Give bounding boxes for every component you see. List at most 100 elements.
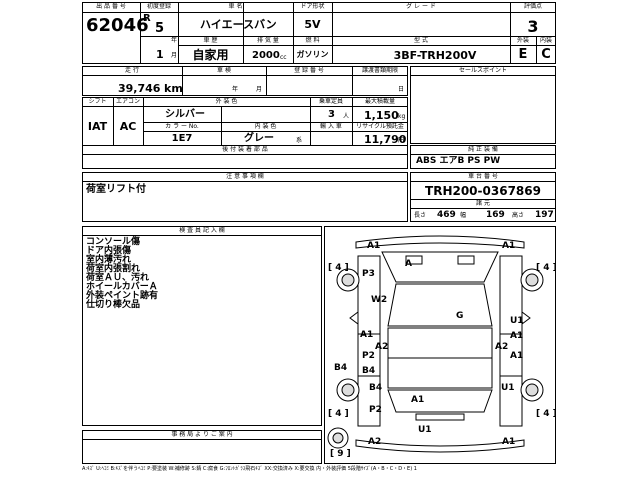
- list-item: ドア内張傷: [86, 246, 132, 256]
- inspection-month-unit: 月: [256, 86, 263, 93]
- mark-a1-tr: A1: [502, 241, 516, 251]
- model-name: ハイエースバン: [200, 18, 277, 31]
- model-name-label: 車 名: [228, 3, 243, 10]
- model-code: 3BF-TRH200V: [393, 49, 477, 62]
- specs-block: [82, 97, 408, 169]
- height: 197: [535, 210, 554, 220]
- lot-number: 62046: [86, 15, 149, 36]
- windshield-outline: [387, 283, 493, 327]
- length-label: 長さ: [414, 212, 427, 219]
- recycle-label: リサイクル預託金: [356, 123, 404, 130]
- factory-label: 純 正 装 備: [468, 146, 498, 153]
- mark-a2-r: A2: [495, 342, 509, 352]
- mark-b4-lm2: B4: [369, 383, 383, 393]
- interior-color: グレー: [244, 133, 274, 144]
- vehicle-diagram-svg: [327, 235, 544, 453]
- inspection-label: 車 検: [217, 67, 231, 74]
- mark-u1-b: U1: [418, 425, 432, 435]
- mark-u1-r: U1: [510, 316, 524, 326]
- length: 469: [437, 210, 456, 220]
- recycle-fee: 11,790: [364, 133, 407, 146]
- factory-equipment-box: [410, 145, 556, 169]
- mileage-label: 走 行: [125, 67, 139, 74]
- fuel: ガソリン: [296, 50, 329, 59]
- door-label: ドア形状: [300, 3, 325, 10]
- transfer-day-unit: 日: [398, 86, 405, 93]
- mark-p2: P2: [362, 351, 375, 361]
- mark-g: G: [456, 311, 464, 321]
- notes-block: [82, 172, 408, 222]
- capacity-label: 乗車定員: [318, 98, 343, 105]
- office-block: [82, 430, 322, 464]
- displacement: 2000: [252, 50, 280, 61]
- exterior-label: 外装: [516, 37, 529, 44]
- inspector-list: コンソール傷 ドア内張傷 室内薄汚れ 荷室内張割れ 荷室ＡＵ、汚れ ホイールカバ…: [86, 238, 158, 310]
- mileage-row: [82, 66, 408, 96]
- era-letter: R: [143, 13, 151, 24]
- mark-tyre-fl: [ 4 ]: [328, 263, 349, 273]
- trim-label: 内 装 色: [254, 123, 277, 130]
- mark-a1-b: A1: [411, 395, 425, 405]
- shift-label: シフト: [88, 98, 107, 105]
- chassis-label: 車 台 番 号: [468, 173, 498, 180]
- factory-equipment: ABS エアB PS PW: [416, 156, 501, 166]
- mark-p2-b: P2: [369, 405, 382, 415]
- mark-a1-r2: A1: [510, 331, 524, 341]
- sales-point-box: [410, 66, 556, 144]
- month-unit: 月: [171, 52, 178, 59]
- office-title: 事 務 局 よ り ご 案 内: [171, 431, 233, 438]
- front-bumper-outline: [355, 235, 525, 249]
- mark-a1-tl: A1: [367, 241, 381, 251]
- mileage-unit: km: [164, 82, 183, 95]
- inspector-block: [82, 226, 322, 426]
- notes-label: 注 意 事 項 欄: [226, 173, 264, 180]
- transfer-label: 譲渡書類期限: [361, 67, 398, 74]
- rear-window-outline: [387, 389, 493, 413]
- usage-category: 自家用: [192, 48, 229, 62]
- mark-a1-lm: A1: [510, 351, 524, 361]
- color-label: 外 装 色: [215, 98, 238, 105]
- list-item: 室内薄汚れ: [86, 255, 132, 265]
- sales-point-label: セールスポイント: [458, 67, 507, 74]
- category-label: 車 歴: [203, 37, 218, 44]
- score-label: 評価点: [523, 3, 542, 10]
- mark-spare: [ 9 ]: [330, 449, 351, 459]
- color-number: 1E7: [171, 133, 193, 144]
- mark-a2-bl: A2: [368, 437, 382, 447]
- mark-a1-br: A1: [502, 437, 516, 447]
- mark-tyre-rl: [ 4 ]: [328, 409, 349, 419]
- first-reg-year: 5: [155, 21, 165, 36]
- mark-p3: P3: [362, 269, 375, 279]
- ac-label: エアコン: [115, 98, 140, 105]
- air-conditioner: AC: [119, 120, 137, 133]
- capacity-unit: 人: [343, 113, 350, 120]
- inspection-year-unit: 年: [232, 86, 239, 93]
- list-item: 荷室ＡＵ、汚れ: [86, 273, 150, 283]
- model-code-label: 型 式: [414, 37, 428, 44]
- overall-score: 3: [527, 17, 539, 36]
- interior-label: 内装: [539, 37, 552, 44]
- right-side-outline: [499, 255, 523, 427]
- list-item: コンソール傷: [86, 237, 141, 247]
- displacement-label: 排 気 量: [257, 37, 279, 44]
- legend: A:ｷｽﾞ U:ﾍｺﾐ B:ｷｽﾞを伴うﾍｺﾐ P:要塗装 W:補修跡 S:錆 …: [82, 466, 417, 472]
- max-load-label: 最大積載量: [364, 98, 395, 105]
- exterior-grade: E: [518, 47, 528, 62]
- mark-w2: W2: [371, 295, 388, 305]
- fuel-label: 燃 料: [305, 37, 320, 44]
- mark-b4-side: B4: [334, 363, 348, 373]
- dims-label: 諸 元: [476, 200, 490, 207]
- year-unit: 年: [171, 37, 178, 44]
- max-load-unit: kg: [398, 113, 406, 120]
- aftermarket-label: 後 付 装 着 部 品: [222, 146, 268, 153]
- shift: IAT: [87, 120, 108, 133]
- inspector-title: 検 査 員 記 入 欄: [179, 227, 225, 234]
- displacement-unit: cc: [280, 54, 287, 61]
- import-label: 輸 入 車: [320, 123, 342, 130]
- rear-bumper-outline: [355, 439, 525, 453]
- width: 169: [486, 210, 505, 220]
- lot-number-label: 出 品 番 号: [96, 3, 126, 10]
- hood-outline: [381, 251, 499, 283]
- list-item: 荷室内張割れ: [86, 264, 141, 274]
- header-block: [82, 2, 556, 64]
